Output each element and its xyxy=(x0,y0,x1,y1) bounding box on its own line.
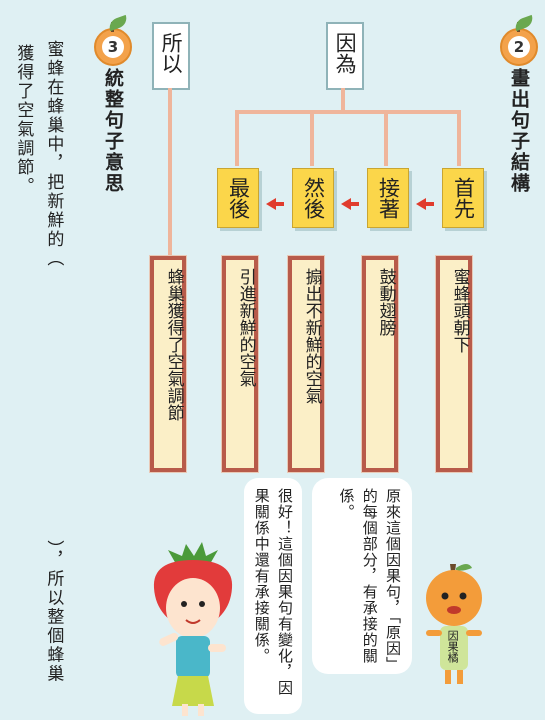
character-label: 因果橘 xyxy=(446,630,460,663)
section-heading-summary: 統整句子意思 xyxy=(102,68,124,194)
orange-character-icon: 因果橘 xyxy=(420,560,488,688)
speech-bubble-right: 原來這個因果句，「原因」的每個部分，有承接的關係。 xyxy=(312,478,412,674)
summary-line-2: 獲得了空氣調節。 xyxy=(13,44,34,196)
so-label: 所以 xyxy=(159,32,184,74)
summary-line-1: 蜜蜂在蜂巢中，把新鮮的（ xyxy=(43,40,64,268)
section-heading-structure: 畫出句子結構 xyxy=(508,68,530,194)
orange-badge-icon: 3 xyxy=(94,14,132,66)
arrow-left-icon xyxy=(416,198,434,210)
connector-line xyxy=(235,110,461,114)
because-box: 因為 xyxy=(326,22,364,90)
connector-line xyxy=(235,110,239,166)
strip-3: 搧出不新鮮的空氣 xyxy=(287,255,325,473)
connector-line xyxy=(168,88,172,258)
strip-2: 鼓動翅膀 xyxy=(361,255,399,473)
connector-line xyxy=(310,110,314,166)
so-box: 所以 xyxy=(152,22,190,90)
header-then: 然後 xyxy=(292,168,334,228)
arrow-left-icon xyxy=(266,198,284,210)
speech-bubble-left: 很好！這個因果句有變化，因果關係中還有承接關係。 xyxy=(244,478,302,714)
strawberry-character-icon xyxy=(148,540,238,716)
orange-badge-icon: 2 xyxy=(500,14,538,66)
header-first: 首先 xyxy=(442,168,484,228)
because-label: 因為 xyxy=(333,32,358,74)
connector-line xyxy=(341,88,345,112)
strip-4: 引進新鮮的空氣 xyxy=(221,255,259,473)
section-number: 2 xyxy=(508,36,530,58)
summary-line-3: ），所以整個蜂巢 xyxy=(43,540,64,684)
header-finally: 最後 xyxy=(217,168,259,228)
strip-1: 蜜蜂頭朝下 xyxy=(435,255,473,473)
arrow-left-icon xyxy=(341,198,359,210)
header-next: 接著 xyxy=(367,168,409,228)
connector-line xyxy=(457,110,461,166)
connector-line xyxy=(384,110,388,166)
strip-5: 蜂巢獲得了空氣調節 xyxy=(149,255,187,473)
section-number: 3 xyxy=(102,36,124,58)
